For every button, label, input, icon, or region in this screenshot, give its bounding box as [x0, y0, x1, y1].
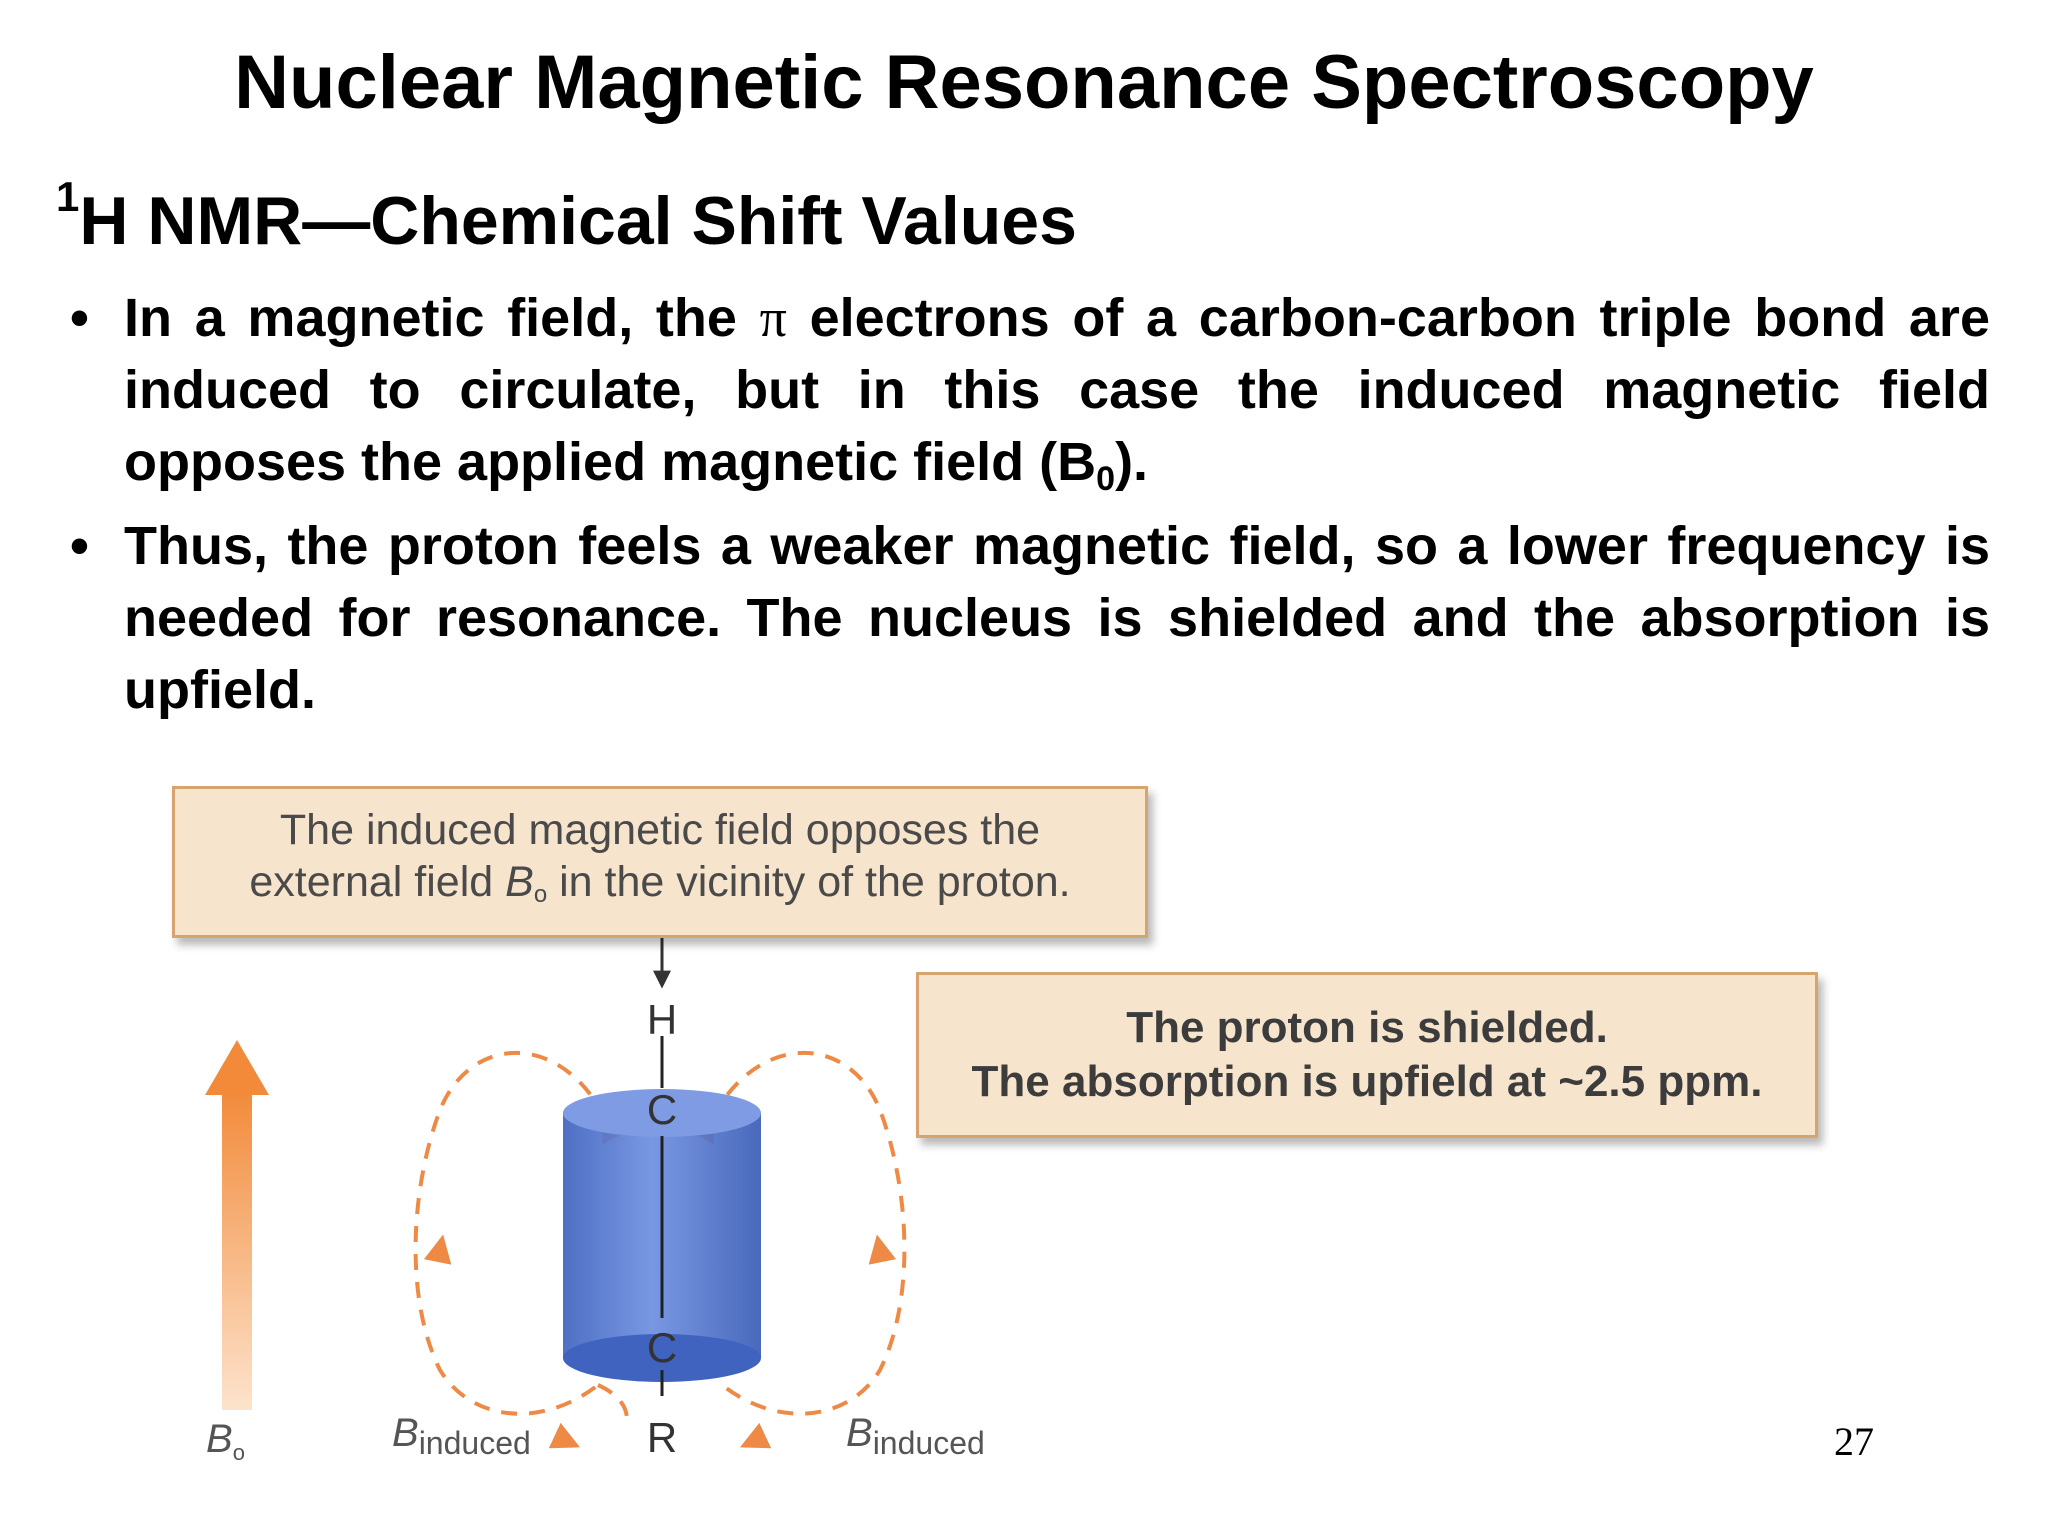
caption1-line2-post: in the vicinity of the proton. — [547, 857, 1071, 906]
induced-field-loops — [413, 1051, 907, 1449]
b-induced-label-left: Binduced — [392, 1411, 531, 1461]
caption2-line2: The absorption is upfield at ~2.5 ppm. — [971, 1057, 1763, 1106]
subtitle-text: H NMR—Chemical Shift Values — [79, 183, 1077, 259]
pi-symbol: π — [759, 288, 787, 348]
bullet-item-2: • Thus, the proton feels a weaker magneti… — [62, 510, 1990, 726]
bullet1-part3: ). — [1115, 432, 1149, 492]
slide-subtitle: 1H NMR—Chemical Shift Values — [56, 176, 1077, 262]
superscript-one: 1 — [56, 173, 80, 220]
b-external-sub: o — [233, 1440, 245, 1465]
atom-h: H — [647, 996, 677, 1043]
atom-c-top: C — [647, 1086, 677, 1133]
shielded-caption-box: The proton is shielded. The absorption i… — [916, 972, 1818, 1138]
b-induced-sub-right: induced — [873, 1425, 985, 1461]
b-induced-sub-left: induced — [419, 1425, 531, 1461]
caption1-line1: The induced magnetic field opposes the — [279, 805, 1041, 854]
bullet1-subscript: 0 — [1096, 460, 1116, 498]
caption1-line2: external field Bo in the vicinity of the… — [175, 856, 1145, 921]
atom-r: R — [647, 1414, 677, 1461]
b-external-label: Bo — [206, 1417, 245, 1465]
b-induced-letter-left: B — [392, 1411, 419, 1455]
b-external-letter: B — [206, 1417, 233, 1461]
b-induced-label-right: Binduced — [846, 1411, 985, 1461]
bullet1-part2: electrons of a carbon-carbon triple bond… — [124, 288, 1990, 492]
bullet1-part1: In a magnetic field, the — [124, 288, 760, 348]
bullet-dot-icon: • — [70, 516, 89, 576]
bullet-dot-icon: • — [70, 288, 89, 348]
bullet2-text: Thus, the proton feels a weaker magnetic… — [124, 516, 1990, 720]
bullet-list: • In a magnetic field, the π electrons of… — [62, 282, 1990, 738]
external-field-arrow — [205, 1040, 269, 1410]
b-induced-letter-right: B — [846, 1411, 873, 1455]
page-number: 27 — [1834, 1419, 1874, 1464]
bullet-item-1: • In a magnetic field, the π electrons of… — [62, 282, 1990, 498]
atom-c-bottom: C — [647, 1324, 677, 1371]
caption1-b-letter: B — [505, 857, 534, 906]
induced-field-caption-box: The induced magnetic field opposes the e… — [172, 786, 1148, 938]
caption1-b-sub: o — [533, 880, 548, 908]
caption1-line2-pre: external field — [249, 857, 506, 906]
slide-title: Nuclear Magnetic Resonance Spectroscopy — [234, 40, 1814, 125]
caption2-line1: The proton is shielded. — [1126, 1003, 1608, 1052]
